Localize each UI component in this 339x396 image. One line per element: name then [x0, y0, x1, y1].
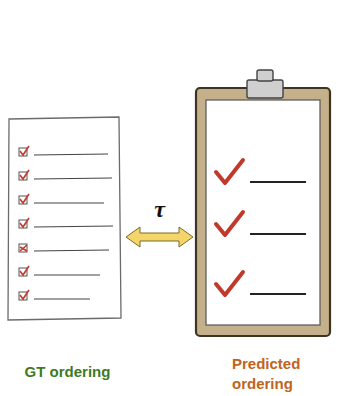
- node-caption: GT ordering: [10, 362, 125, 382]
- text-line: [34, 154, 108, 155]
- paper-document-node: GT ordering: [5, 112, 125, 324]
- edge-label: τ: [154, 196, 165, 223]
- text-line: [34, 178, 112, 179]
- paper-sheet: [8, 117, 121, 320]
- check-mark: [20, 218, 29, 227]
- text-line-group: [34, 154, 113, 299]
- clipboard-node: Predicted ordering: [194, 66, 332, 338]
- check-mark: [20, 290, 29, 299]
- check-mark: [216, 212, 243, 235]
- clip-top: [257, 70, 273, 81]
- text-line: [250, 233, 306, 235]
- text-line-group: [250, 182, 306, 294]
- check-mark: [216, 160, 243, 183]
- clipboard: [196, 70, 330, 336]
- clipboard-board: [196, 88, 330, 336]
- text-line: [34, 250, 109, 251]
- big-check-group: [216, 160, 243, 295]
- check-mark: [20, 266, 29, 275]
- check-mark: [20, 194, 29, 203]
- text-line: [34, 298, 90, 299]
- node-caption: Predicted ordering: [232, 354, 327, 394]
- cross-mark: [20, 245, 27, 251]
- text-line: [250, 293, 306, 295]
- checkbox: [19, 244, 27, 252]
- paper-document: [8, 117, 121, 320]
- double-arrow: [126, 227, 193, 247]
- text-line: [34, 226, 113, 227]
- text-line: [34, 274, 100, 275]
- clipboard-paper: [206, 100, 320, 325]
- small-check-group: [20, 146, 29, 299]
- check-mark: [216, 272, 243, 295]
- check-mark: [20, 170, 29, 179]
- clip: [247, 80, 283, 98]
- check-mark: [20, 146, 29, 155]
- text-line: [34, 202, 104, 203]
- text-line: [250, 181, 306, 183]
